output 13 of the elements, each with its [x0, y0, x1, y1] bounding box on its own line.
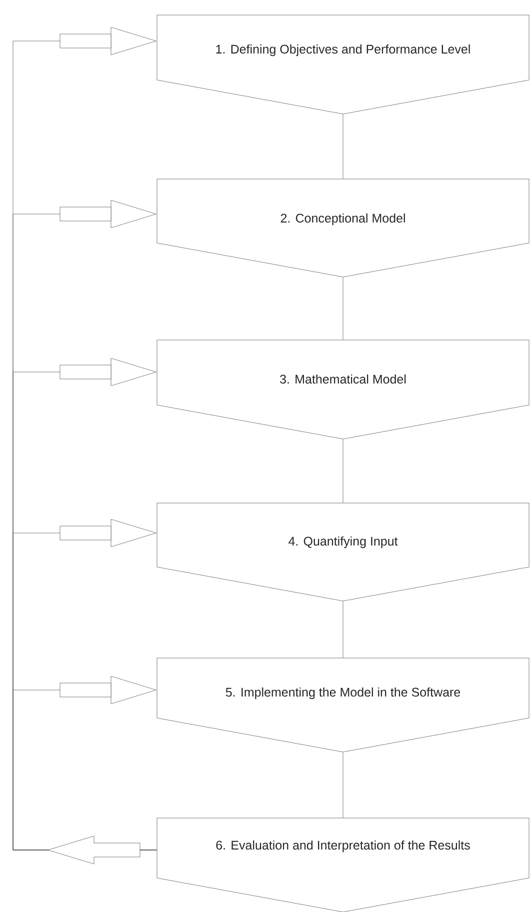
process-box: 2. Conceptional Model [156, 178, 530, 278]
process-box: 6. Evaluation and Interpretation of the Results [156, 818, 530, 912]
connector-line [342, 114, 344, 179]
connector-line [342, 277, 344, 340]
process-box: 3. Mathematical Model [156, 340, 530, 440]
connector-line [342, 752, 344, 818]
process-box: 1. Defining Objectives and Performance Level [156, 14, 530, 114]
feedback-arrow [12, 676, 157, 850]
process-box: 4. Quantifying Input [156, 502, 530, 602]
hollow-arrow [48, 836, 140, 864]
process-box: 5. Implementing the Model in the Software [156, 658, 530, 752]
connector-line [342, 601, 344, 658]
connector-line [342, 439, 344, 503]
